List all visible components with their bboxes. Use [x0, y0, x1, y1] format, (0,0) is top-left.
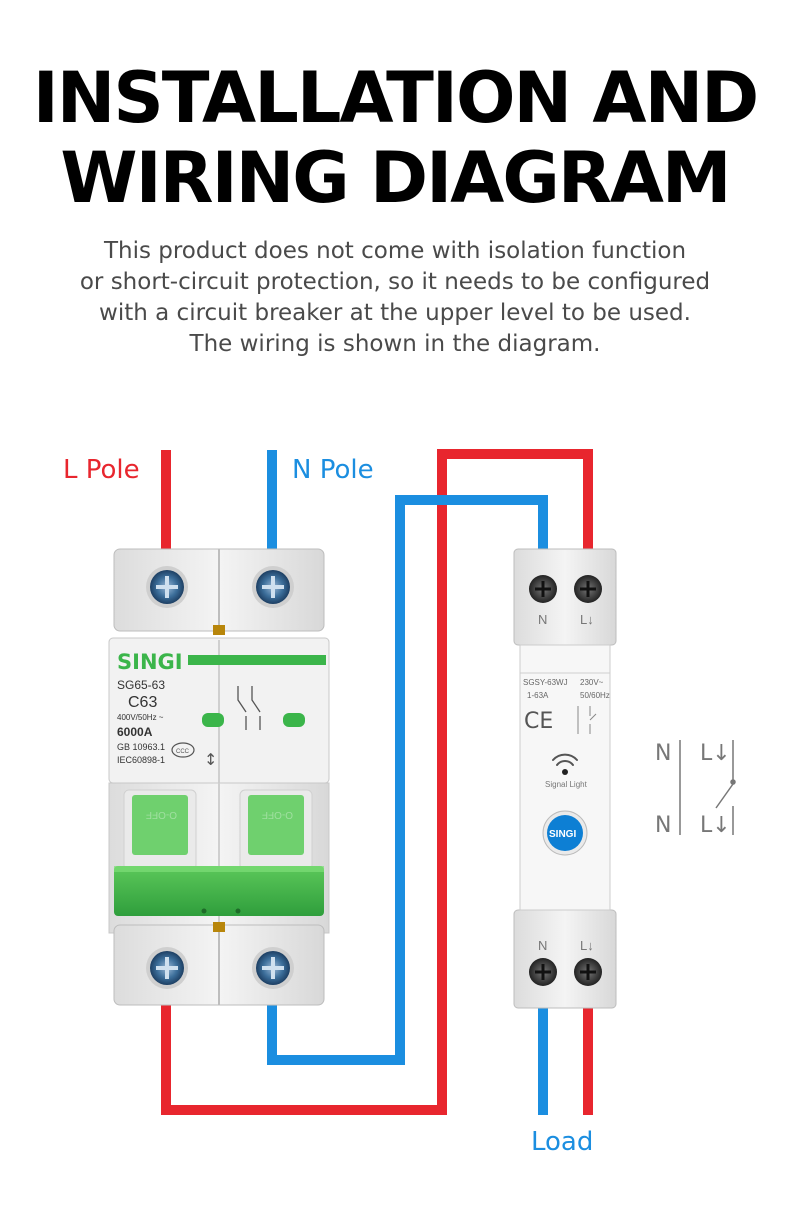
switch-current: 1-63A [527, 691, 549, 700]
n-pole-label: N Pole [292, 455, 374, 485]
l-pole-label: L Pole [63, 455, 140, 485]
breaker-capacity: 6000A [117, 725, 153, 739]
switch-frequency: 50/60Hz [580, 691, 610, 700]
switch-logo-text: SINGI [549, 829, 576, 840]
wifi-icon [552, 753, 578, 766]
neutral-loop-wire [267, 495, 548, 1065]
switch-voltage: 230V~ [580, 678, 604, 687]
switch-model: SGSY-63WJ [523, 678, 568, 687]
switch-bottom-l-label: L↓ [580, 938, 594, 953]
signal-light-label: Signal Light [545, 780, 588, 789]
breaker-indicator-window-l [202, 713, 224, 727]
breaker-rating: C63 [128, 694, 157, 711]
svg-text:CCC: CCC [176, 749, 190, 755]
switch-top-n-label: N [538, 612, 547, 627]
load-label: Load [531, 1127, 593, 1157]
breaker-handle-n[interactable] [248, 795, 304, 855]
description: This product does not come with isolatio… [40, 236, 750, 360]
breaker-model: SG65-63 [117, 678, 165, 692]
schematic-bottom-n: N [655, 813, 671, 838]
breaker-top-screw-n [252, 566, 294, 608]
breaker-handle-bar[interactable] [114, 866, 324, 916]
live-loop-wire [161, 449, 593, 1115]
description-line-1: This product does not come with isolatio… [103, 238, 687, 264]
description-line-3: with a circuit breaker at the upper leve… [99, 300, 691, 326]
switch-top-terminal-n [529, 575, 557, 603]
singi-logo-button[interactable]: SINGI [542, 810, 588, 856]
switch-bottom-terminal-n [529, 958, 557, 986]
ce-mark: CE [524, 709, 553, 734]
live-wires [161, 449, 593, 1115]
title-line-1: INSTALLATION AND [32, 57, 760, 139]
switch-schematic: N L↓ N L↓ [655, 740, 736, 838]
description-line-2: or short-circuit protection, so it needs… [79, 269, 711, 295]
schematic-bottom-l: L↓ [700, 813, 731, 838]
smart-switch: N L↓ SGSY-63WJ 230V~ 1-63A 50/60Hz CE Si… [513, 548, 617, 1009]
breaker-standard-2: IEC60898-1 [117, 755, 165, 765]
breaker-standard-1: GB 10963.1 [117, 742, 165, 752]
on-off-arrow-icon: ↕ [204, 750, 217, 769]
schematic-top-n: N [655, 741, 671, 766]
breaker-top-screw-l [146, 566, 188, 608]
circuit-breaker: SINGI SG65-63 C63 400V/50Hz ~ 6000A GB 1… [108, 548, 330, 1006]
switch-mini-schematic-icon [577, 706, 597, 734]
breaker-bottom-screw-l [146, 947, 188, 989]
breaker-brand: SINGI [117, 650, 183, 674]
signal-light-led [562, 769, 568, 775]
off-label-l: O-OFF [146, 809, 177, 820]
switch-top-l-label: L↓ [580, 612, 594, 627]
title-line-2: WIRING DIAGRAM [60, 137, 731, 219]
switch-bottom-n-label: N [538, 938, 547, 953]
breaker-voltage: 400V/50Hz ~ [117, 713, 164, 722]
breaker-handle-l[interactable] [132, 795, 188, 855]
off-label-n: O-OFF [262, 809, 293, 820]
switch-top-terminal-l [574, 575, 602, 603]
neutral-wires [267, 450, 548, 1115]
switch-bottom-terminal-l [574, 958, 602, 986]
description-line-4: The wiring is shown in the diagram. [189, 331, 601, 357]
ccc-mark-icon: CCC [171, 742, 195, 758]
breaker-bottom-screw-n [252, 947, 294, 989]
breaker-indicator-window-n [283, 713, 305, 727]
schematic-top-l: L↓ [700, 741, 731, 766]
breaker-symbol-icon [237, 686, 261, 730]
